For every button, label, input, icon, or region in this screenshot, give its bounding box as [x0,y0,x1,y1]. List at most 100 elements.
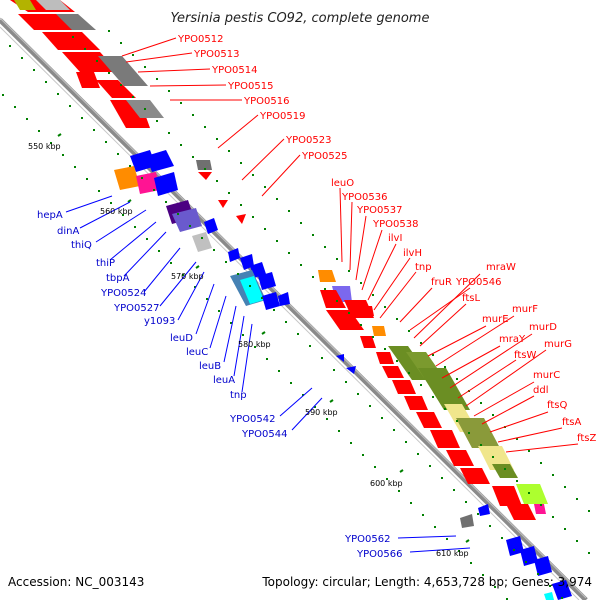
gene-label: YPO0562 [344,534,390,545]
gene-label: YPO0537 [356,205,402,216]
gc-dot [120,84,122,86]
label-leader [149,84,227,87]
gc-dot [177,213,179,215]
label-leader [241,138,285,181]
gene-label: YPO0566 [356,549,402,560]
gene-feature [336,354,344,362]
gene-label: YPO0516 [243,96,289,107]
gc-dot [482,574,484,576]
gene-label: YPO0519 [259,111,305,122]
gc-dot [405,441,407,443]
gc-dot [561,597,563,599]
label-leader [121,37,177,57]
gene-feature [416,412,442,428]
gene-label: murG [544,339,572,350]
gc-dot [192,114,194,116]
forward-gene-track [10,0,548,520]
gene-label: ftsL [462,293,480,304]
gc-dot [108,72,110,74]
gc-dot [264,228,266,230]
reverse-gene-labels: hepA dinA thiQ thiP tbpA YPO0524 YPO0527… [37,210,402,560]
gene-feature [492,464,518,478]
gc-dot [290,382,292,384]
gene-label: ddl [533,385,548,396]
gene-label: murC [533,370,560,381]
gc-dot [422,514,424,516]
gc-dot [309,345,311,347]
label-leader [209,295,227,349]
gc-dot [74,166,76,168]
gc-dot [86,178,88,180]
gc-dot [240,162,242,164]
gc-dot [393,429,395,431]
gene-label: tnp [415,262,432,273]
gc-dot [396,360,398,362]
gc-dot [189,225,191,227]
gc-dot [588,510,590,512]
genome-backbone-highlight [0,17,587,599]
label-leader [481,395,535,425]
gene-label: ftsW [514,350,536,361]
gene-label: leuB [199,361,221,372]
gene-label: YPO0536 [341,192,387,203]
gene-feature [456,418,500,448]
ruler-tick [329,399,334,403]
label-leader [137,68,211,73]
label-leader [123,231,167,277]
gc-dot [372,294,374,296]
gc-dot [432,396,434,398]
gene-feature [98,56,148,86]
gene-feature [76,72,100,88]
gc-dot [444,366,446,368]
gc-dot [144,66,146,68]
gc-dot [300,264,302,266]
ruler-label: 560 kbp [100,207,133,216]
genome-inner-line [0,26,580,600]
gene-label: YPO0542 [229,414,275,425]
gc-dot [470,562,472,564]
gc-dot [441,477,443,479]
label-leader [355,215,367,281]
gene-label: YPO0544 [241,429,287,440]
gc-dot [192,156,194,158]
gc-dot [456,378,458,380]
gc-dot-tracks [2,30,590,600]
gc-dot [153,189,155,191]
label-leader [489,411,549,433]
gc-dot [540,462,542,464]
gc-dot [230,322,232,324]
gc-dot [312,234,314,236]
gene-feature [506,536,524,556]
gc-dot [429,465,431,467]
gc-dot [297,333,299,335]
label-leader [435,315,515,367]
gc-dot [129,165,131,167]
label-leader [143,247,181,293]
gc-dot [348,312,350,314]
gene-feature [262,292,280,310]
gene-label: ilvH [403,248,422,259]
gc-dot [492,414,494,416]
label-leader [339,187,343,263]
gc-dot [417,453,419,455]
gene-feature [478,504,490,516]
gc-dot [458,550,460,552]
gc-dot [50,142,52,144]
gene-label: mraY [499,334,526,345]
gene-feature [404,396,428,410]
gene-feature [492,486,522,506]
label-leader [497,427,563,443]
label-leader [233,315,245,377]
gene-feature [346,366,356,374]
label-leader [361,229,383,291]
gene-feature [258,272,276,290]
gc-dot [537,573,539,575]
gene-label: ftsA [562,417,581,428]
gc-dot [201,237,203,239]
label-leader [109,221,157,261]
label-leader [125,52,193,63]
gc-dot [194,286,196,288]
gene-label: murF [512,304,538,315]
